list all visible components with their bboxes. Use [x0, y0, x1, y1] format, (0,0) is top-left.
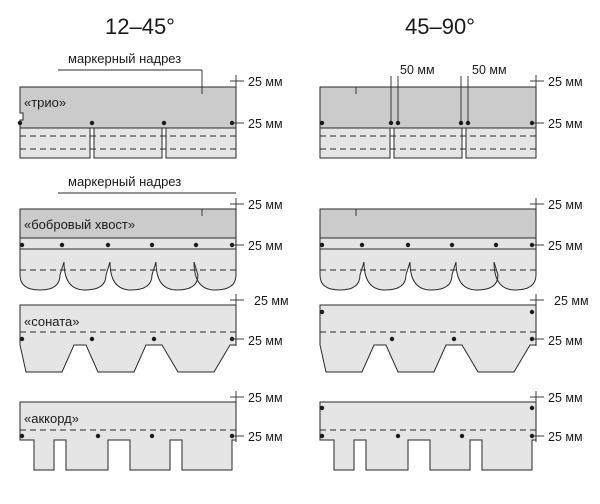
- accord-left-shape: [19, 401, 237, 471]
- marker-notch-label: маркерный надрез: [68, 174, 181, 189]
- dim-label-25: 25 мм: [248, 198, 283, 212]
- shingle-name-beaver-tail: «бобровый хвост»: [24, 217, 135, 232]
- dim-label-25: 25 мм: [248, 75, 283, 89]
- dim-label-25: 25 мм: [548, 117, 583, 131]
- header-right: 45–90°: [405, 14, 475, 39]
- nail-dot: [149, 242, 155, 248]
- nail-dot: [395, 120, 401, 126]
- trio-right-tab: [319, 127, 391, 159]
- nail-dot: [465, 120, 471, 126]
- trio-left-tab: [165, 127, 237, 159]
- sonata-right-shape: [319, 304, 537, 373]
- dim-label-25: 25 мм: [548, 391, 583, 405]
- accord-right: 25 мм 25 мм: [319, 391, 583, 471]
- marker-notch-label: маркерный надрез: [68, 51, 181, 66]
- dim-label-25: 25 мм: [554, 294, 589, 308]
- beaver-tail-right: 25 мм 25 мм: [319, 198, 583, 291]
- sonata-right: 25 мм 25 мм: [319, 294, 589, 373]
- trio-right-top: [319, 86, 537, 129]
- nail-dot: [89, 120, 95, 126]
- dim-label-25: 25 мм: [248, 430, 283, 444]
- trio-right: 50 мм 50 мм 25 мм 25 мм: [319, 63, 583, 159]
- nail-dot: [529, 405, 535, 411]
- nail-dot: [319, 242, 325, 248]
- dim-label-25: 25 мм: [254, 294, 289, 308]
- nail-dot: [105, 242, 111, 248]
- nail-dot: [319, 405, 325, 411]
- dim-label-50: 50 мм: [400, 63, 435, 77]
- dim-label-25: 25 мм: [548, 75, 583, 89]
- dim-label-25: 25 мм: [548, 198, 583, 212]
- nail-dot: [395, 433, 401, 439]
- nail-dot: [19, 336, 25, 342]
- trio-right-tab: [465, 127, 537, 159]
- trio-left-tab: [93, 127, 163, 159]
- dim-label-50: 50 мм: [472, 63, 507, 77]
- nail-dot: [17, 120, 23, 126]
- nail-dot: [151, 336, 157, 342]
- accord-right-shape: [319, 401, 537, 471]
- trio-left-tab: [19, 127, 91, 159]
- beaver-tail-left-tabs: [19, 248, 237, 291]
- nail-dot: [493, 242, 499, 248]
- nail-dot: [388, 120, 394, 126]
- accord-left: «аккорд» 25 мм 25 мм: [19, 391, 283, 471]
- nail-dot: [319, 309, 325, 315]
- dim-label-25: 25 мм: [548, 239, 583, 253]
- nail-dot: [359, 242, 365, 248]
- nail-dot: [95, 433, 101, 439]
- nail-dot: [451, 336, 457, 342]
- nail-dot: [459, 433, 465, 439]
- nail-dot: [449, 242, 455, 248]
- trio-left: «трио» маркерный надрез 25 мм 25 мм: [17, 51, 283, 159]
- beaver-tail-left: «бобровый хвост» маркерный надрез 25 мм …: [19, 174, 283, 291]
- dim-label-25: 25 мм: [248, 117, 283, 131]
- shingle-name-accord: «аккорд»: [24, 411, 79, 426]
- beaver-tail-right-tabs: [319, 248, 537, 291]
- beaver-tail-left-dark: [19, 208, 237, 239]
- nail-dot: [319, 433, 325, 439]
- nail-dot: [193, 242, 199, 248]
- nail-dot: [529, 309, 535, 315]
- nail-dot: [19, 242, 25, 248]
- nail-dot: [458, 120, 464, 126]
- nail-dot: [161, 120, 167, 126]
- sonata-left: «соната» 25 мм 25 мм: [19, 294, 289, 373]
- shingle-name-trio: «трио»: [24, 95, 66, 110]
- dim-label-25: 25 мм: [248, 239, 283, 253]
- header-left: 12–45°: [105, 14, 175, 39]
- sonata-left-shape: [19, 304, 237, 373]
- nail-dot: [389, 336, 395, 342]
- nail-dot: [149, 433, 155, 439]
- dim-label-25: 25 мм: [548, 430, 583, 444]
- dim-label-25: 25 мм: [548, 334, 583, 348]
- nail-dot: [405, 242, 411, 248]
- shingle-name-sonata: «соната»: [24, 314, 80, 329]
- beaver-tail-right-dark: [319, 208, 537, 239]
- trio-right-tab: [393, 127, 463, 159]
- nail-dot: [19, 433, 25, 439]
- nail-dot: [59, 242, 65, 248]
- nail-dot: [319, 120, 325, 126]
- dim-label-25: 25 мм: [248, 334, 283, 348]
- dim-label-25: 25 мм: [248, 391, 283, 405]
- nail-dot: [89, 336, 95, 342]
